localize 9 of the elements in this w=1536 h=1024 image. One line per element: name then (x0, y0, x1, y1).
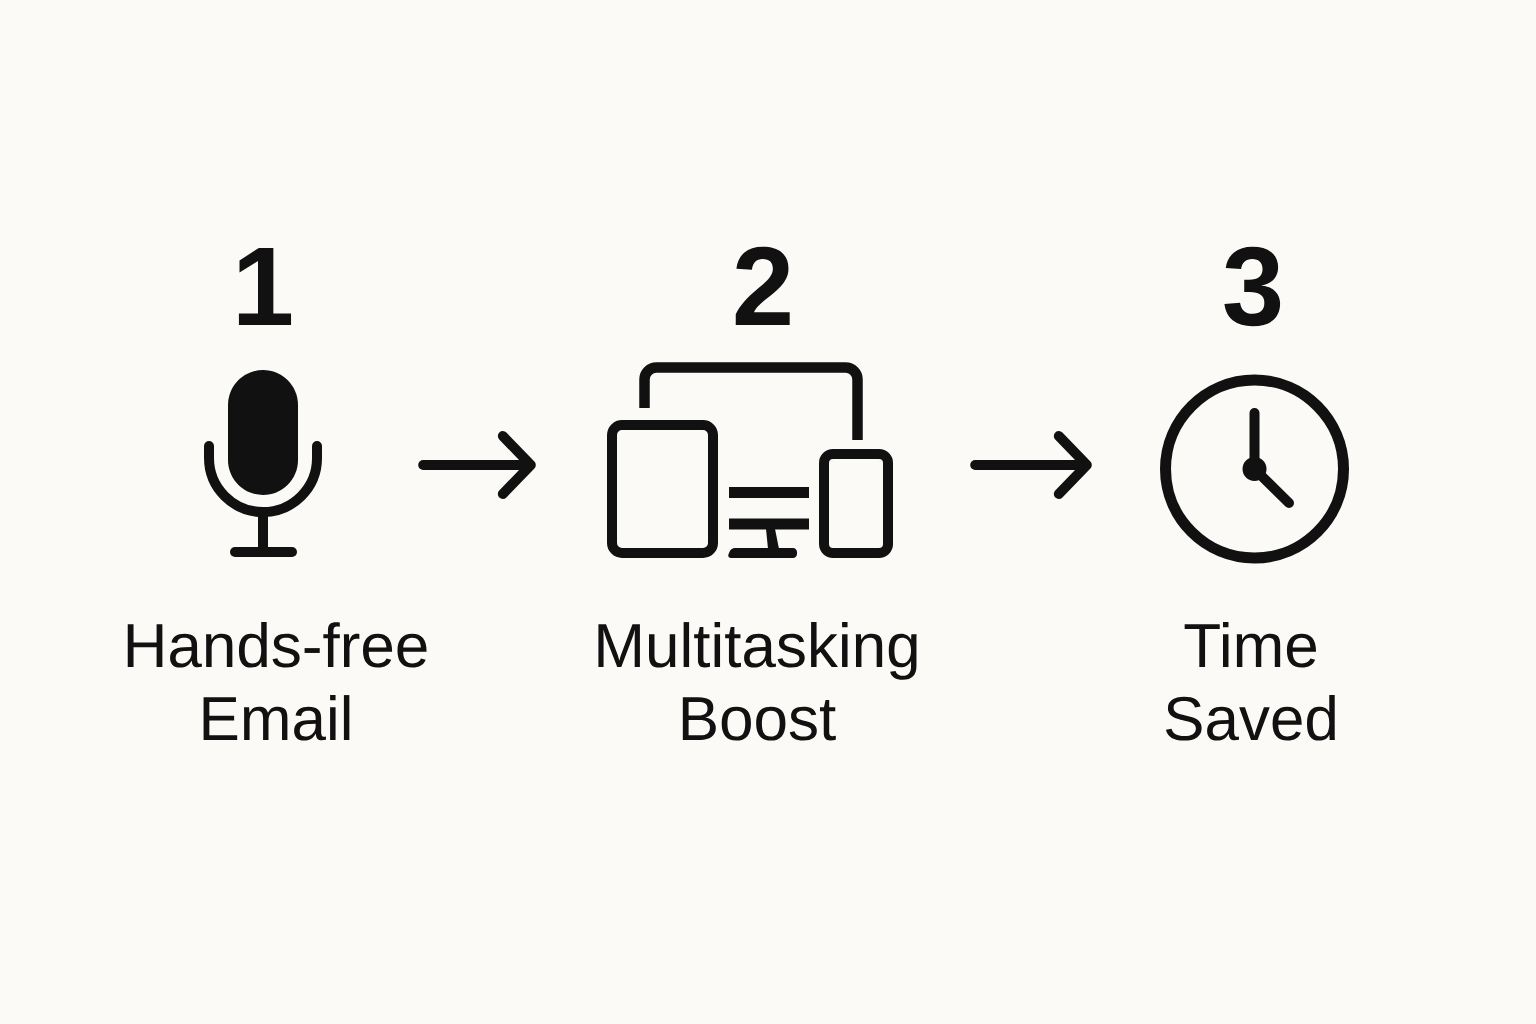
step-number: 1 (238, 247, 292, 325)
step-label: Time Saved (1165, 622, 1335, 741)
step-number: 2 (735, 246, 790, 325)
step-number: 3 (1224, 246, 1281, 327)
devices-icon (607, 362, 893, 558)
microphone-icon (204, 370, 322, 557)
clock-icon (1160, 374, 1349, 564)
step-label: Multitasking Boost (598, 622, 917, 741)
step-label: Hands-free Email (127, 622, 427, 741)
